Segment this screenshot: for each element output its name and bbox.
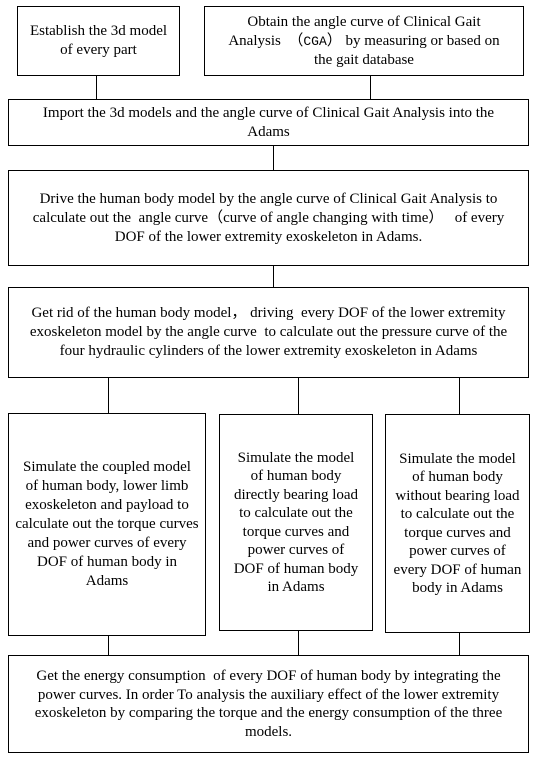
step-remove-human-model: Get rid of the human body model， driving… <box>8 287 529 378</box>
step-drive-text-b: of every DOF of the lower extremity exos… <box>114 209 505 245</box>
step-simulate-direct-load-text: Simulate the model of human body directl… <box>233 449 359 596</box>
step-simulate-direct-load: Simulate the model of human body directl… <box>219 414 373 631</box>
connector-right-down <box>459 633 460 655</box>
step-simulate-no-load-text: Simulate the model of human body without… <box>393 450 522 597</box>
connector-step5-right <box>459 378 460 414</box>
step-import-models: Import the 3d models and the angle curve… <box>8 99 529 146</box>
step-simulate-no-load: Simulate the model of human body without… <box>385 414 530 633</box>
connector-step5-middle <box>298 378 299 414</box>
step-import-models-text: Import the 3d models and the angle curve… <box>42 104 495 140</box>
step-energy-consumption-text: Get the energy consumption of every DOF … <box>34 668 503 740</box>
step-obtain-text-a: Obtain the angle curve of Clinical Gait … <box>228 13 481 49</box>
step-establish-3d-model-text: Establish the 3d model of every part <box>29 23 168 58</box>
step-obtain-text-b: ） by measuring or based on the gait data… <box>314 32 500 68</box>
step-energy-consumption: Get the energy consumption of every DOF … <box>8 655 529 753</box>
step-drive-human-model: Drive the human body model by the angle … <box>8 170 529 266</box>
step-simulate-coupled-model: Simulate the coupled model of human body… <box>8 413 206 636</box>
step-simulate-coupled-model-text: Simulate the coupled model of human body… <box>15 459 199 589</box>
step-obtain-angle-curve-text: Obtain the angle curve of Clinical Gait … <box>221 13 507 70</box>
connector-left-down <box>108 636 109 655</box>
connector-step3-down <box>273 146 274 170</box>
step-drive-text-a: Drive the human body model by the angle … <box>32 190 498 226</box>
step-obtain-angle-curve: Obtain the angle curve of Clinical Gait … <box>204 6 524 76</box>
connector-step5-left <box>108 378 109 413</box>
connector-middle-down <box>298 631 299 655</box>
connector-step2-down <box>370 76 371 99</box>
step-drive-human-model-text: Drive the human body model by the angle … <box>21 190 516 247</box>
cga-abbreviation: CGA <box>303 33 327 49</box>
step-establish-3d-model: Establish the 3d model of every part <box>17 6 180 76</box>
connector-step4-down <box>273 266 274 287</box>
step-remove-human-model-text: Get rid of the human body model， driving… <box>29 305 508 359</box>
connector-step1-down <box>96 76 97 99</box>
